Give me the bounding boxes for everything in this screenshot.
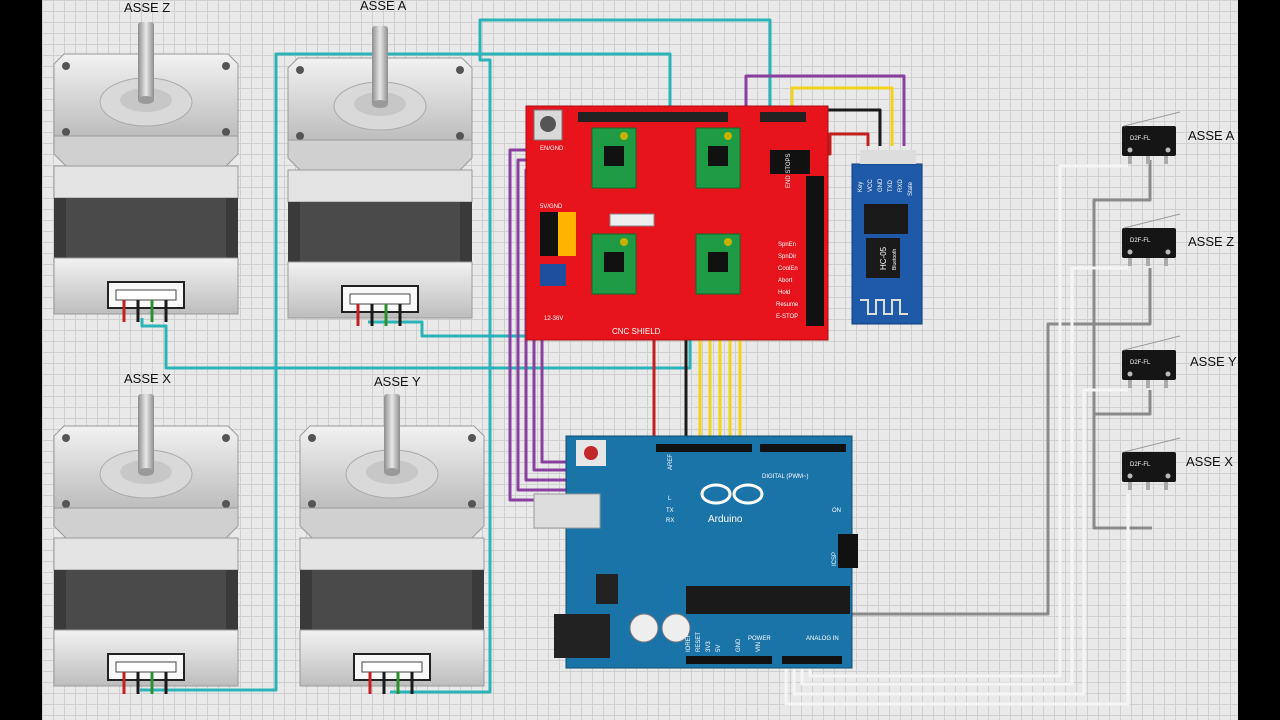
stepper-motor-y <box>298 392 486 696</box>
wire-teal-motor-z <box>140 250 692 370</box>
arduino-label-analog: ANALOG IN <box>806 636 839 642</box>
motor-label-z: ASSE Z <box>124 0 170 15</box>
arduino-label-icsp: ICSP <box>832 552 838 566</box>
arduino-label-ioref: IOREF <box>686 633 692 652</box>
cnc-label-en-gnd: EN/GND <box>540 146 564 152</box>
stepper-driver-2 <box>695 127 741 189</box>
arduino-label-aref: AREF <box>668 454 674 470</box>
wire-teal-motor-y <box>390 18 772 694</box>
arduino-label-rx: RX <box>666 518 674 524</box>
bt-pin-rxd: RXD <box>898 179 904 192</box>
endstop-label-a: ASSE A <box>1188 128 1235 143</box>
cnc-label-voltage: 12-36V <box>544 316 563 322</box>
arduino-brand: Arduino <box>708 514 743 525</box>
bluetooth-sub: Bluetooth <box>892 249 898 270</box>
bt-pin-vcc: VCC <box>868 179 874 192</box>
endstop-part-y: D2F-FL <box>1130 360 1151 366</box>
endstop-switch-a: D2F-FL <box>1121 111 1181 165</box>
arduino-label-5v: 5V <box>716 645 722 652</box>
cnc-label-spnen: SpnEn <box>778 242 796 248</box>
arduino-uno: Arduino DIGITAL (PWM~) ANALOG IN POWER I… <box>533 435 858 669</box>
wire-white-1 <box>808 164 1128 678</box>
motor-label-a: ASSE A <box>360 0 407 13</box>
arduino-label-reset: RESET <box>696 632 702 652</box>
cnc-title: CNC SHIELD <box>612 327 661 336</box>
endstop-part-z: D2F-FL <box>1130 238 1151 244</box>
arduino-label-digital: DIGITAL (PWM~) <box>762 474 809 480</box>
wire-teal-motor-x <box>140 52 672 692</box>
arduino-label-3v3: 3V3 <box>706 641 712 652</box>
arduino-label-l: L <box>668 496 672 502</box>
stepper-motor-z <box>52 20 240 324</box>
cnc-label-resume: Resume <box>776 302 799 308</box>
arduino-label-gnd: GND <box>736 638 742 652</box>
arduino-label-power: POWER <box>748 636 771 642</box>
cnc-label-abort: Abort <box>778 278 793 284</box>
endstop-switch-y: D2F-FL <box>1121 335 1181 389</box>
endstop-part-a: D2F-FL <box>1130 136 1151 142</box>
bt-pin-gnd: GND <box>878 178 884 192</box>
arduino-label-vin: VIN <box>756 642 762 652</box>
bt-pin-txd: TXD <box>888 179 894 192</box>
cnc-label-spndir: SpnDir <box>778 254 796 260</box>
cnc-label-end-stops: END STOPS <box>786 153 792 188</box>
motor-label-x: ASSE X <box>124 371 171 386</box>
cnc-shield: EN/GND 5V/GND END STOPS SpnEn SpnDir Coo… <box>525 105 829 341</box>
stepper-motor-a <box>286 24 474 328</box>
stepper-motor-x <box>52 392 240 696</box>
bluetooth-module: HC-05 Bluetooth Key VCC GND TXD RXD Stat… <box>851 150 923 325</box>
stepper-driver-4 <box>695 233 741 295</box>
stepper-driver-3 <box>591 233 637 295</box>
endstop-switch-x: D2F-FL <box>1121 437 1181 491</box>
endstop-part-x: D2F-FL <box>1130 462 1151 468</box>
endstop-label-z: ASSE Z <box>1188 234 1234 249</box>
wire-gray-3 <box>1094 390 1152 416</box>
endstop-label-x: ASSE X <box>1186 454 1233 469</box>
wire-white-4 <box>784 494 1130 706</box>
wire-gray-1 <box>1092 160 1152 530</box>
cnc-label-coolen: CoolEn <box>778 266 798 272</box>
wire-white-3 <box>792 388 1128 696</box>
cnc-label-estop: E-STOP <box>776 314 798 320</box>
wire-gray-2 <box>824 268 1152 660</box>
arduino-label-tx: TX <box>666 508 674 514</box>
cnc-label-5v-gnd: 5V/GND <box>540 204 563 210</box>
motor-label-y: ASSE Y <box>374 374 421 389</box>
arduino-label-on: ON <box>832 508 841 514</box>
bluetooth-model: HC-05 <box>879 246 888 270</box>
endstop-switch-z: D2F-FL <box>1121 213 1181 267</box>
bt-pin-key: Key <box>858 182 864 192</box>
wire-white-2 <box>800 266 1128 686</box>
endstop-label-y: ASSE Y <box>1190 354 1237 369</box>
cnc-label-hold: Hold <box>778 290 790 296</box>
stepper-driver-1 <box>591 127 637 189</box>
bt-pin-state: State <box>908 181 914 196</box>
